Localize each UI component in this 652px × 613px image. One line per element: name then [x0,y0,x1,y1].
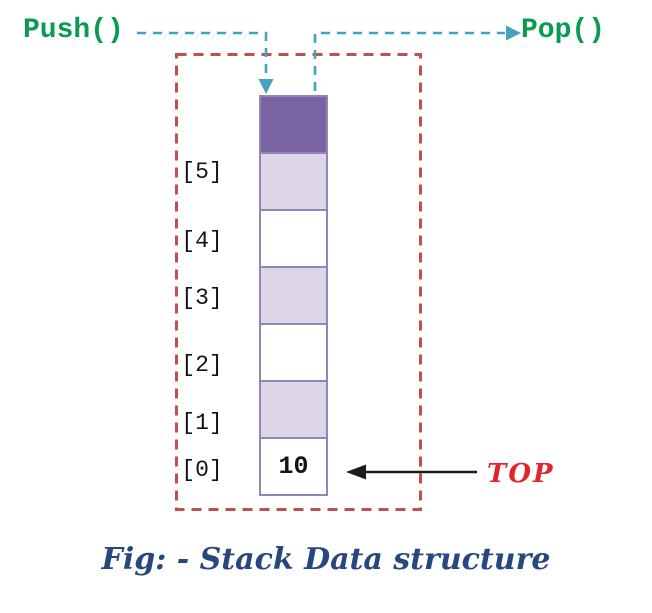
stack-index-label-2: [2] [181,352,223,378]
figure-caption: Fig: - Stack Data structure [101,542,551,577]
stack-index-label-0: [0] [181,457,223,483]
push-arrow-line [137,31,268,78]
pop-label: Pop() [521,15,606,46]
top-arrowhead-icon [346,464,366,480]
stack-cell-3 [259,266,328,325]
stack-index-label-4: [4] [181,228,223,254]
pop-arrowhead-icon [506,25,521,41]
stack-cell-0-value: 10 [278,452,309,481]
stack-index-label-1: [1] [181,410,223,436]
top-pointer-label: TOP [487,459,555,489]
stack-cells: 10 [259,95,328,496]
stack-cell-top-block [259,95,328,154]
pop-arrow-line [313,31,505,91]
stack-cell-5 [259,152,328,211]
stack-cell-2 [259,323,328,382]
push-arrowhead-icon [258,79,274,94]
stack-cell-4 [259,209,328,268]
stack-cell-1 [259,380,328,439]
push-label: Push() [23,15,124,46]
stack-index-label-5: [5] [181,159,223,185]
stack-cell-0: 10 [259,437,328,496]
stack-index-label-3: [3] [181,285,223,311]
